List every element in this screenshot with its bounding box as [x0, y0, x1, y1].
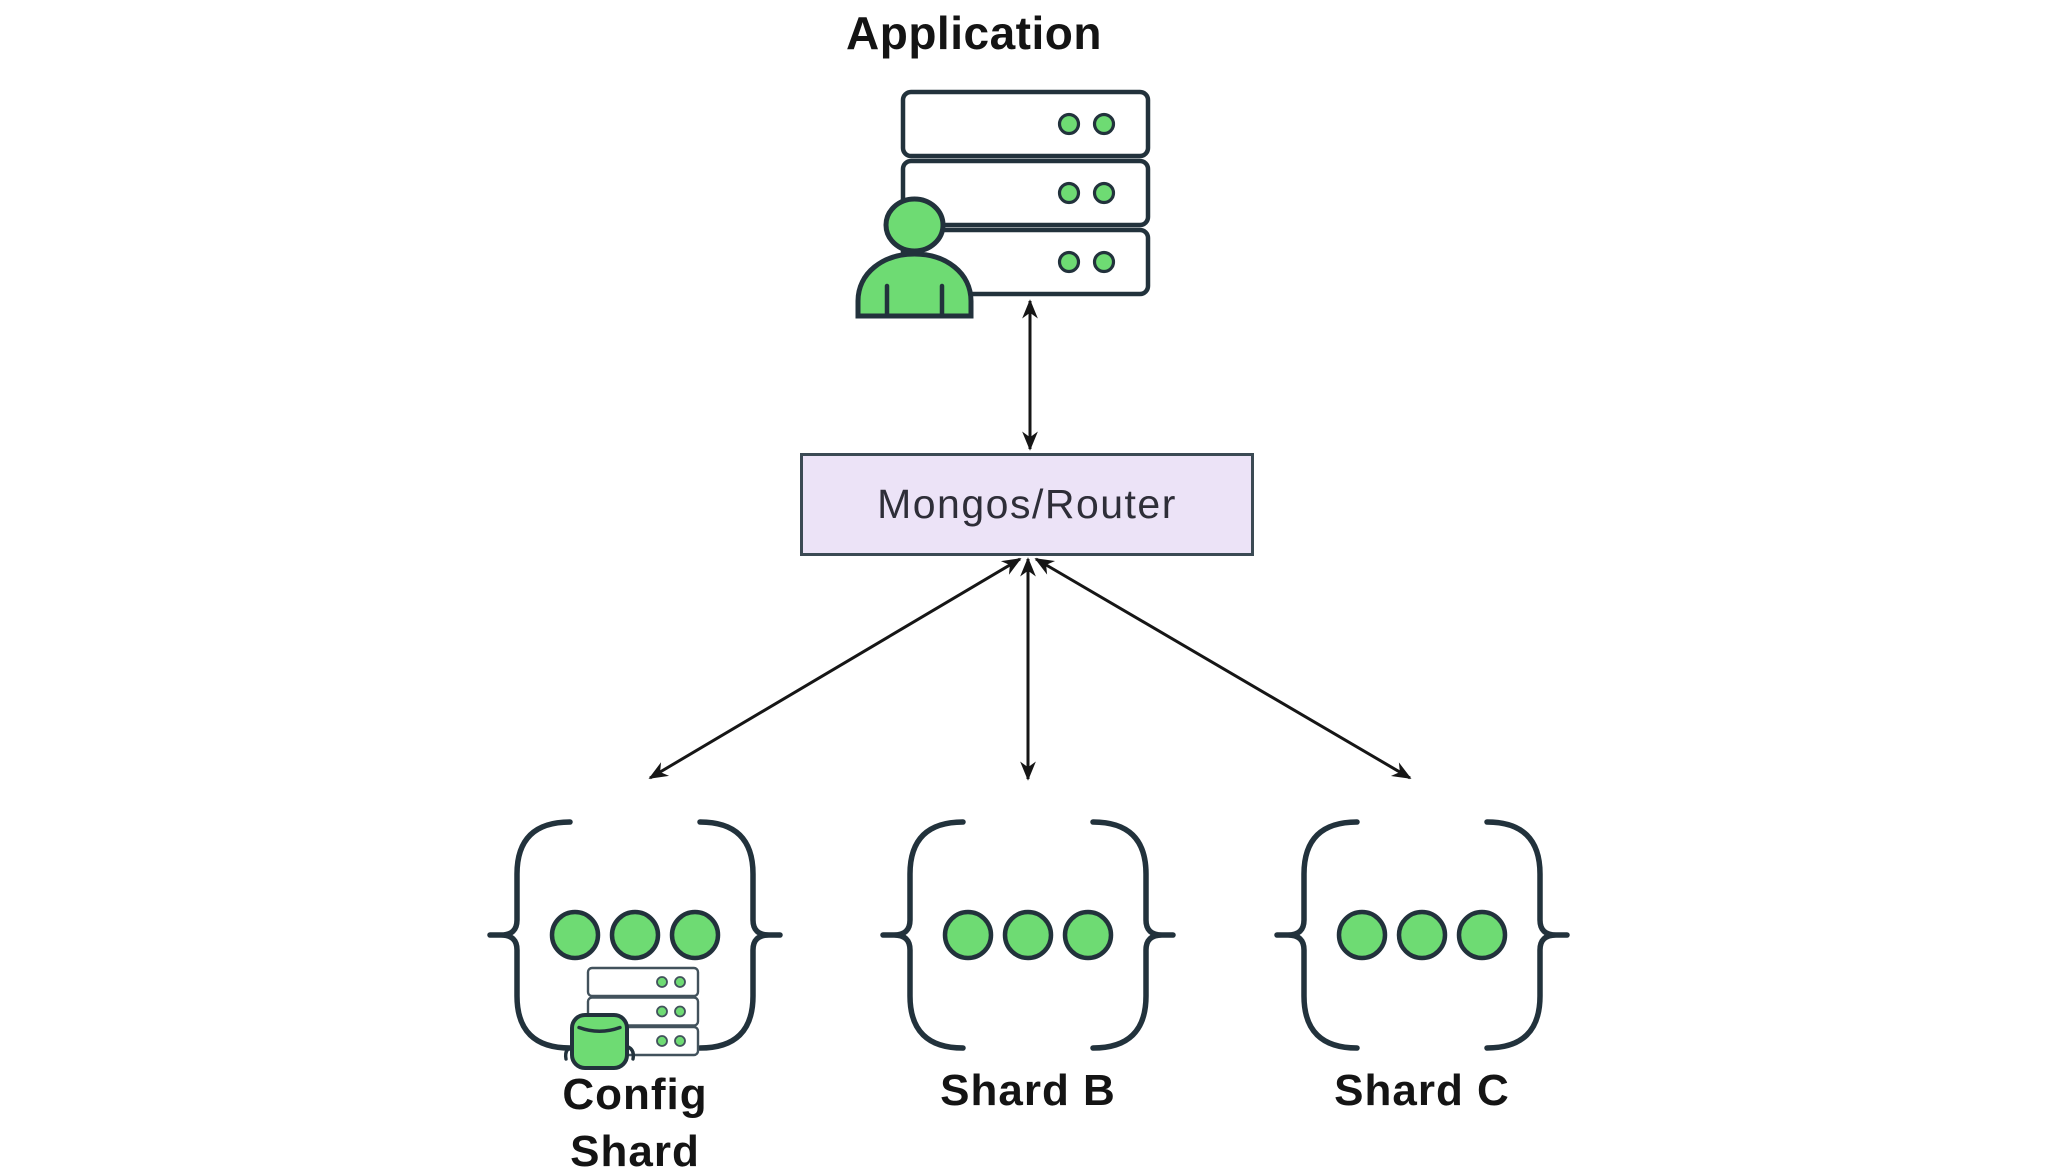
shard-cluster-c [1262, 815, 1582, 1077]
database-icon [563, 1013, 636, 1070]
replica-node-icon [942, 909, 994, 961]
shard-cluster-config [475, 815, 795, 1077]
config-cluster-graphic [487, 819, 783, 1070]
user-icon [855, 196, 974, 319]
replica-node-icon [549, 909, 601, 961]
replica-node-icon [1336, 909, 1388, 961]
curly-brace-right-icon [1484, 819, 1570, 1051]
config-shard-label: Config Shard [475, 1066, 795, 1174]
mongos-router-label: Mongos/Router [877, 481, 1177, 527]
curly-brace-left-icon [487, 819, 573, 1051]
replica-node-icon [669, 909, 721, 961]
curly-brace-right-icon [697, 819, 783, 1051]
server-led-icon [1092, 250, 1116, 274]
server-led-icon [1057, 250, 1081, 274]
server-led-icon [1092, 112, 1116, 136]
shard-b-cluster-graphic [880, 819, 1176, 1051]
replica-node-icon [609, 909, 661, 961]
replica-node-icon [1456, 909, 1508, 961]
shard-cluster-b [868, 815, 1188, 1077]
application-servers-icon [855, 89, 1151, 319]
server-rack-icon [900, 89, 1151, 297]
shard-c-label: Shard C [1334, 1066, 1510, 1115]
server-led-icon [1057, 112, 1081, 136]
server-led-icon [1057, 181, 1081, 205]
shard-b-label: Shard B [940, 1066, 1116, 1115]
replica-node-icon [1062, 909, 1114, 961]
replica-node-icon [1002, 909, 1054, 961]
curly-brace-left-icon [880, 819, 966, 1051]
replica-node-icon [1396, 909, 1448, 961]
mongos-router-node: Mongos/Router [800, 453, 1254, 556]
arrow-router-config-shard [648, 557, 1022, 780]
config-shard-label-line1: Config [562, 1070, 708, 1119]
config-shard-label-line2: Shard [570, 1127, 700, 1174]
curly-brace-right-icon [1090, 819, 1176, 1051]
arrow-router-shard-c [1034, 557, 1412, 780]
curly-brace-left-icon [1274, 819, 1360, 1051]
application-label: Application [846, 7, 1102, 59]
server-led-icon [1092, 181, 1116, 205]
shard-c-cluster-graphic [1274, 819, 1570, 1051]
